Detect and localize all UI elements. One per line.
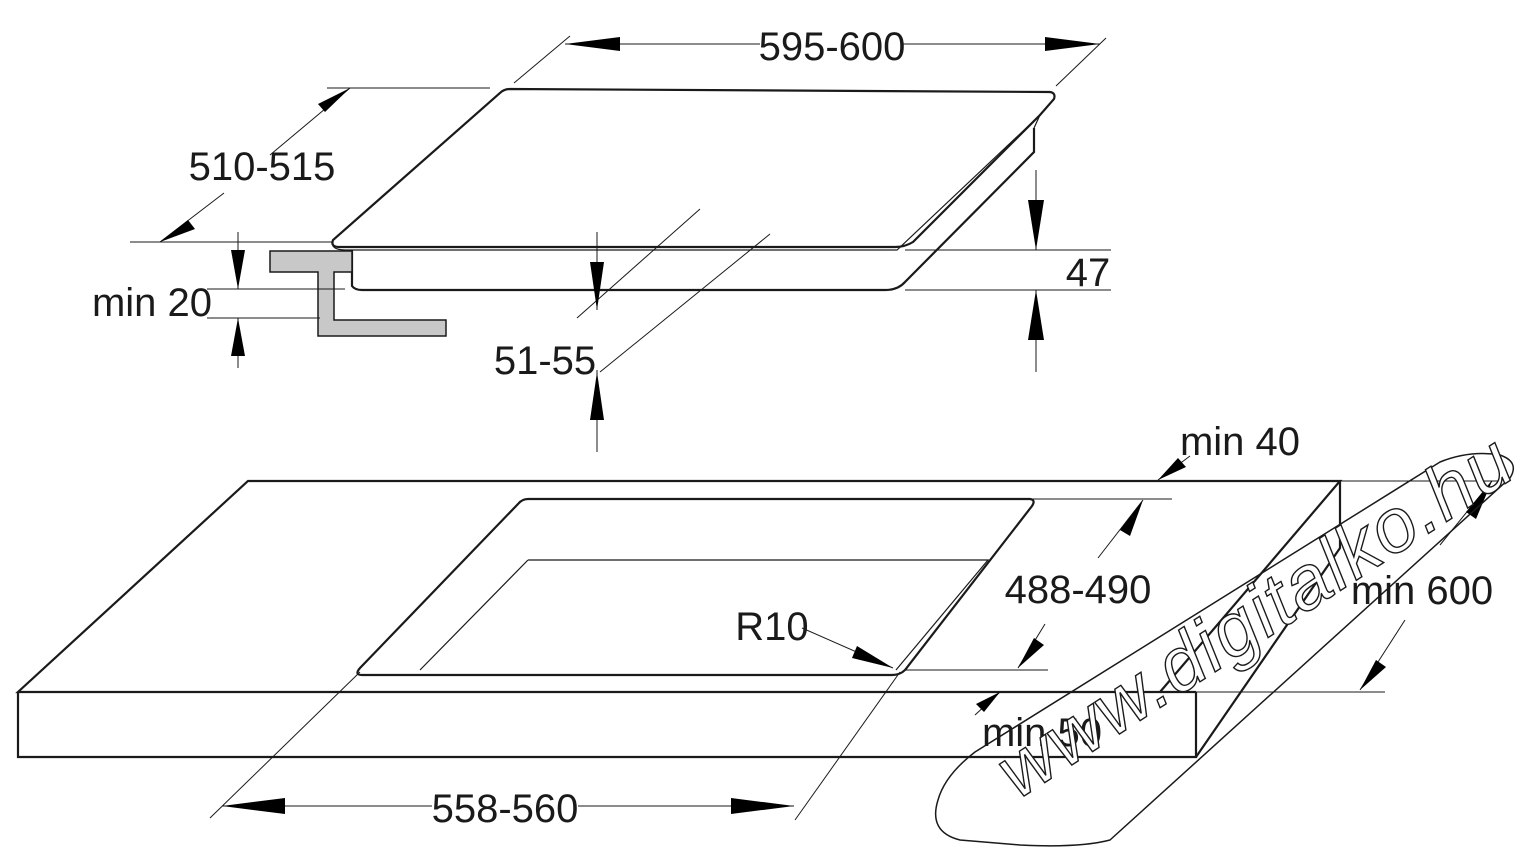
arrow-left-icon [222,798,285,814]
arrow-down-left-icon [1018,638,1044,668]
watermark-outline-shape [934,452,1515,847]
hob-body [350,128,1036,292]
hob-height-dimension [905,170,1111,372]
back-gap-label: min 40 [1180,420,1300,464]
arrow-down-left-icon [1158,458,1186,480]
hob-width-dimension [513,35,1107,87]
arrow-down-left-icon [160,220,195,242]
arrow-down-right-icon [852,646,893,668]
back-gap-dimension [1030,455,1191,500]
cutout-depth-label: 488-490 [1005,568,1152,612]
watermark-text: www.digitalko.hu [981,417,1529,814]
worktop-depth-label: min 600 [1351,569,1493,613]
hob-glass-front-edge [332,114,1041,251]
cutout-width-dimension [209,671,901,821]
cutout-width-label: 558-560 [432,787,579,831]
arrow-down-left-icon [1360,660,1386,690]
arrow-down-icon [590,262,604,310]
hob-height-label: 47 [1066,251,1111,295]
arrow-right-icon [1045,37,1100,51]
min-clearance-dimension [207,232,345,368]
front-gap-dimension [974,691,1001,716]
arrow-up-icon [231,318,245,356]
cutout-height-dimension [576,208,771,452]
front-gap-label: min 50 [982,711,1102,755]
min-clearance-label: min 20 [92,281,212,325]
arrow-right-icon [731,798,794,814]
hob-side-edge [1033,114,1041,129]
arrow-up-right-icon [976,692,1000,712]
hob-drawing [331,87,1056,292]
cutout-outer-edge [356,497,1035,677]
corner-radius-indicator [801,627,894,669]
arrow-up-icon [590,372,604,420]
arrow-left-icon [565,37,620,51]
worktop-edge-profile [269,250,447,337]
arrow-up-icon [1028,290,1044,340]
arrow-up-right-icon [1120,500,1143,536]
arrow-up-right-icon [318,88,350,112]
hob-depth-dimension [130,87,490,243]
cutout-depth-dimension [905,499,1144,671]
worktop-front-face [16,692,1198,759]
arrow-up-right-icon [1466,481,1492,519]
cutout-height-label: 51-55 [494,339,596,383]
hob-width-label: 595-600 [759,25,906,69]
cutout-inner-edge [419,559,990,671]
arrow-down-icon [1028,200,1044,250]
arrow-down-icon [231,250,245,289]
worktop-right-face [1195,481,1342,758]
hob-depth-label: 510-515 [189,145,336,189]
hob-glass-top [331,87,1056,249]
corner-radius-label: R10 [735,605,808,649]
